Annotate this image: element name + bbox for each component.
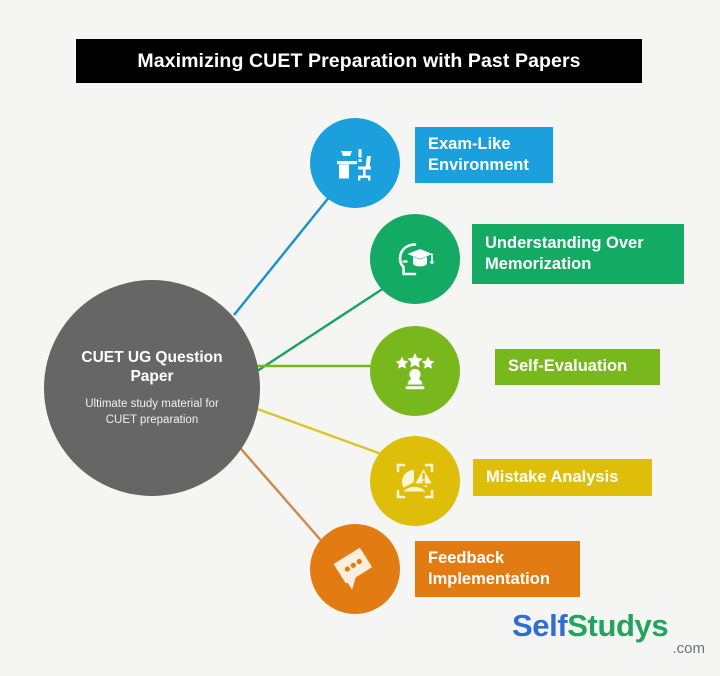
chart-warning-icon [390, 456, 440, 506]
node-label-mistake-analysis[interactable]: Mistake Analysis [473, 459, 652, 496]
head-graduation-cap-icon [391, 235, 439, 283]
logo-wordmark: SelfStudys [512, 610, 708, 641]
hub-title: CUET UG Question Paper [81, 348, 223, 385]
central-hub: CUET UG Question Paper Ultimate study ma… [44, 280, 260, 496]
page-title: Maximizing CUET Preparation with Past Pa… [137, 49, 581, 72]
desk-lamp-chair-icon [331, 139, 379, 187]
node-circle-understanding-over-memorization[interactable] [370, 214, 460, 304]
connector-line-2 [250, 286, 385, 377]
node-label-text: Exam-Like Environment [428, 134, 529, 174]
node-circle-feedback-implementation[interactable] [310, 524, 400, 614]
node-label-feedback-implementation[interactable]: Feedback Implementation [415, 541, 580, 597]
hub-subtitle: Ultimate study material for CUET prepara… [85, 398, 219, 426]
feedback-tag-pencil-icon [329, 543, 381, 595]
node-label-understanding-over-memorization[interactable]: Understanding Over Memorization [472, 224, 684, 284]
selfstudys-logo[interactable]: SelfStudys .com [512, 610, 708, 666]
node-label-exam-like-environment[interactable]: Exam-Like Environment [415, 127, 553, 183]
connector-line-4 [251, 405, 385, 457]
connector-line-1 [233, 195, 331, 316]
node-circle-self-evaluation[interactable] [370, 326, 460, 416]
node-label-text: Understanding Over Memorization [485, 233, 644, 273]
logo-text-studys: Studys [567, 608, 669, 643]
node-label-text: Self-Evaluation [508, 357, 628, 376]
three-stars-person-icon [390, 346, 440, 396]
title-banner: Maximizing CUET Preparation with Past Pa… [76, 39, 642, 83]
node-circle-exam-like-environment[interactable] [310, 118, 400, 208]
node-label-text: Mistake Analysis [486, 467, 619, 486]
connector-line-5 [234, 441, 326, 546]
node-label-text: Feedback Implementation [428, 548, 550, 588]
logo-text-self: Self [512, 608, 568, 643]
node-circle-mistake-analysis[interactable] [370, 436, 460, 526]
logo-text-com: .com [672, 640, 705, 657]
node-label-self-evaluation[interactable]: Self-Evaluation [495, 349, 660, 385]
